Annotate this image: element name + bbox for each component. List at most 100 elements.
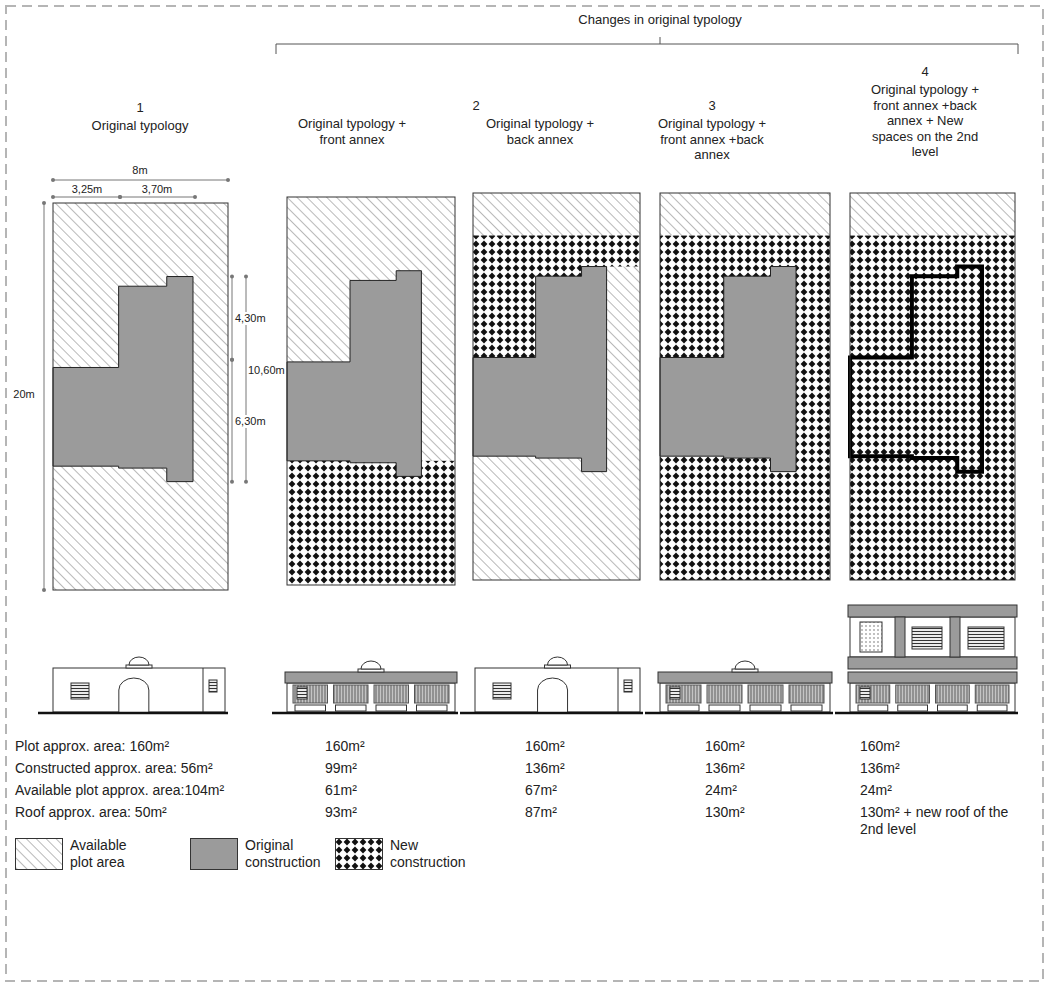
legend-swatch bbox=[190, 838, 238, 870]
dimension-tick bbox=[230, 358, 234, 362]
available-plot-area bbox=[850, 193, 1015, 236]
legend-swatch bbox=[15, 838, 63, 870]
group-bracket bbox=[276, 37, 1018, 54]
roof-band bbox=[848, 672, 1017, 683]
area-figure: 61m² bbox=[325, 782, 357, 799]
legend-label: New construction bbox=[390, 837, 465, 871]
area-figure: 136m² bbox=[860, 760, 900, 777]
available-plot-area bbox=[473, 193, 640, 580]
original-construction bbox=[53, 277, 193, 482]
dimension-lines bbox=[42, 178, 248, 592]
area-figure: Roof approx. area: 50m² bbox=[15, 804, 167, 821]
dimension-tick bbox=[42, 588, 46, 592]
dimension-tick bbox=[230, 275, 234, 279]
dimension-tick bbox=[226, 178, 230, 182]
dimension-line bbox=[232, 360, 233, 482]
gate-panel bbox=[293, 685, 328, 703]
annex-facade bbox=[272, 661, 458, 713]
gate-base bbox=[898, 705, 928, 711]
dimension-tick bbox=[244, 275, 248, 279]
available-plot-area bbox=[53, 203, 228, 590]
plot-outline bbox=[660, 193, 830, 580]
wall-joint bbox=[203, 668, 204, 712]
ground-line bbox=[38, 712, 228, 715]
legend-swatch-fill bbox=[336, 839, 383, 870]
legend-label: Available plot area bbox=[70, 837, 127, 871]
window bbox=[493, 683, 511, 699]
column-title: Original typology bbox=[60, 118, 220, 134]
gate-panel bbox=[936, 685, 970, 703]
pillar bbox=[895, 617, 905, 657]
gate-base bbox=[977, 705, 1007, 711]
ground-line bbox=[645, 712, 833, 715]
original-construction bbox=[473, 267, 607, 472]
dimension-label: 3,70m bbox=[132, 183, 182, 196]
gate-panel bbox=[334, 685, 369, 703]
column-number: 2 bbox=[456, 98, 496, 114]
door-arch bbox=[538, 678, 568, 712]
area-figure: Available plot approx. area:104m² bbox=[15, 782, 224, 799]
facade-elevations bbox=[38, 605, 1018, 713]
ground-line bbox=[835, 712, 1018, 715]
dimension-line bbox=[246, 277, 247, 482]
column-title: Original typology + front annex bbox=[295, 116, 410, 147]
floor-slab bbox=[848, 657, 1017, 669]
original-facade bbox=[460, 657, 643, 713]
area-figure: 160m² bbox=[525, 738, 565, 755]
dimension-line bbox=[232, 277, 233, 360]
facade-wall bbox=[475, 668, 640, 712]
area-figure: 93m² bbox=[325, 804, 357, 821]
upper-level-outline bbox=[850, 267, 982, 472]
upper-roof-band bbox=[848, 605, 1017, 617]
gate-base bbox=[336, 705, 367, 711]
legend-swatch bbox=[335, 838, 383, 870]
roof-dome bbox=[129, 657, 149, 665]
area-figure: 24m² bbox=[860, 782, 892, 799]
gate-panel bbox=[415, 685, 450, 703]
new-construction bbox=[287, 461, 455, 585]
gate-base bbox=[295, 705, 326, 711]
roof-band bbox=[285, 672, 457, 683]
area-figure: Constructed approx. area: 56m² bbox=[15, 760, 213, 777]
area-figure: 136m² bbox=[705, 760, 745, 777]
dimension-tick bbox=[230, 480, 234, 484]
facade-wall bbox=[287, 683, 455, 712]
area-figure: 136m² bbox=[525, 760, 565, 777]
ground-line bbox=[460, 712, 643, 715]
plot-outline bbox=[53, 203, 228, 590]
gate-panel bbox=[896, 685, 930, 703]
gate-panel bbox=[666, 685, 701, 703]
vent-window bbox=[624, 680, 632, 692]
new-construction bbox=[850, 236, 1015, 580]
dimension-tick bbox=[42, 201, 46, 205]
pillar bbox=[950, 617, 960, 657]
facade-wall bbox=[660, 683, 830, 712]
plot-plan bbox=[53, 203, 228, 590]
dimension-label: 20m bbox=[6, 388, 42, 401]
plot-plans bbox=[53, 193, 1015, 590]
dimension-label: 10,60m bbox=[248, 364, 285, 377]
dimension-line bbox=[53, 180, 228, 181]
area-figure: 130m² + new roof of the 2nd level bbox=[860, 804, 1020, 838]
dimension-label: 6,30m bbox=[234, 415, 267, 428]
two-storey-facade bbox=[835, 605, 1018, 713]
window bbox=[297, 687, 307, 699]
ground-line bbox=[272, 712, 458, 715]
dimension-tick bbox=[193, 195, 197, 199]
area-figure: 67m² bbox=[525, 782, 557, 799]
dimension-label: 3,25m bbox=[62, 183, 112, 196]
dimension-tick bbox=[51, 195, 55, 199]
window bbox=[860, 622, 882, 652]
dimension-tick bbox=[244, 480, 248, 484]
annex-facade bbox=[645, 661, 833, 713]
plot-plan bbox=[473, 193, 640, 580]
plot-outline bbox=[287, 197, 455, 585]
original-construction bbox=[660, 267, 796, 472]
roof-dome bbox=[548, 657, 568, 665]
gate-base bbox=[858, 705, 888, 711]
column-title: Original typology + front annex +back an… bbox=[868, 82, 983, 160]
facade-wall bbox=[850, 683, 1015, 712]
gate-panel bbox=[707, 685, 742, 703]
dashed-frame bbox=[6, 6, 1043, 981]
